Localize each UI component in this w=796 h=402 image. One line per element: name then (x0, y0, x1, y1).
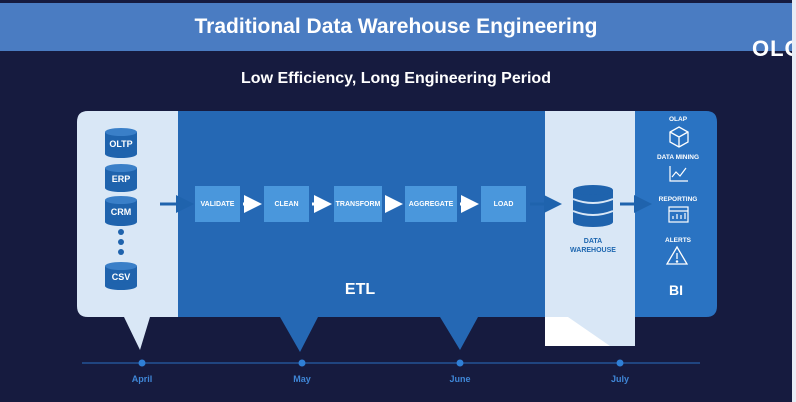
step-label-aggregate: AGGREGATE (408, 200, 454, 208)
step-box-transform (334, 186, 382, 222)
step-label-load: LOAD (493, 200, 514, 208)
source-label-erp: ERP (111, 174, 131, 184)
source-label-oltp: OLTP (109, 139, 133, 149)
warehouse-label-line1: DATA (583, 238, 603, 245)
step-label-validate: VALIDATE (200, 200, 235, 208)
page-title: Traditional Data Warehouse Engineering (194, 15, 598, 38)
db-erp-icon (105, 164, 137, 192)
bi-item-reporting: REPORTING (658, 196, 698, 203)
sources-panel (77, 111, 178, 350)
reporting-icon (668, 206, 689, 223)
corner-logo: OLO (752, 36, 792, 61)
etl-label: ETL (344, 281, 376, 298)
month-may: May (293, 374, 311, 384)
line-chart-icon (669, 166, 688, 182)
bi-label: BI (669, 282, 683, 298)
bi-item-olap: OLAP (668, 116, 688, 123)
step-label-transform: TRANSFORM (335, 200, 381, 208)
ellipsis-dots (118, 229, 124, 255)
right-edge-strip (792, 0, 796, 402)
db-crm-icon (105, 196, 137, 226)
source-label-csv: CSV (111, 272, 131, 282)
timeline-dot-april (138, 359, 146, 367)
month-april: April (131, 374, 153, 384)
bi-item-alerts: ALERTS (665, 237, 691, 244)
title-bar: Traditional Data Warehouse Engineering (0, 3, 792, 51)
month-july: July (610, 374, 629, 384)
warehouse-panel (545, 111, 635, 346)
warehouse-label-line2: WAREHOUSE (570, 247, 616, 254)
step-box-load (481, 186, 526, 222)
bi-item-data-mining: DATA MINING (656, 154, 700, 161)
cube-icon (669, 126, 689, 148)
data-warehouse-icon (572, 185, 614, 227)
subtitle: Low Efficiency, Long Engineering Period (241, 70, 551, 87)
step-label-clean: CLEAN (274, 200, 299, 208)
db-oltp-icon (105, 128, 137, 158)
timeline-dot-may (298, 359, 306, 367)
timeline-dot-july (616, 359, 624, 367)
step-box-aggregate (405, 186, 457, 222)
month-june: June (449, 374, 471, 384)
step-box-validate (195, 186, 240, 222)
step-box-clean (264, 186, 309, 222)
bi-panel (635, 111, 717, 317)
alert-icon (665, 245, 689, 265)
timeline-dot-june (456, 359, 464, 367)
etl-panel (178, 111, 545, 352)
source-label-crm: CRM (110, 207, 132, 217)
db-csv-icon (105, 262, 137, 290)
